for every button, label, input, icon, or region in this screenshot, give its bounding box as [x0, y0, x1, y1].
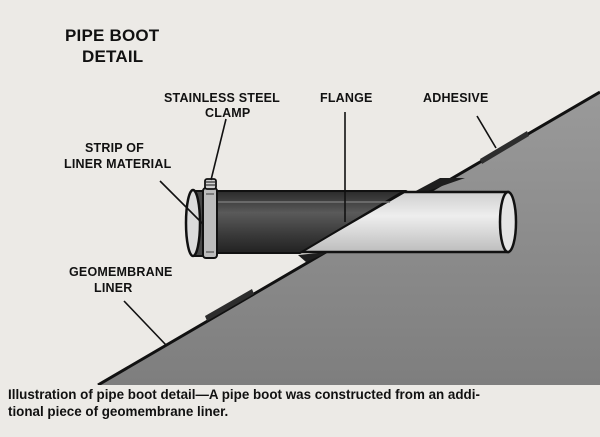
pipe-boot-diagram: PIPE BOOT DETAIL STAINLESS STEEL CLAMP F… — [64, 26, 600, 385]
label-liner-line2: LINER — [94, 281, 133, 295]
diagram-title-line2: DETAIL — [82, 47, 143, 66]
clamp-band — [202, 187, 218, 259]
caption-line2: tional piece of geomembrane liner. — [8, 404, 229, 419]
label-clamp-line2: CLAMP — [205, 106, 250, 120]
leader-clamp — [210, 118, 227, 181]
label-clamp-line1: STAINLESS STEEL — [164, 91, 280, 105]
caption-line1: Illustration of pipe boot detail—A pipe … — [8, 387, 480, 402]
label-strip-line2: LINER MATERIAL — [64, 157, 172, 171]
diagram-title-line1: PIPE BOOT — [65, 26, 160, 45]
pipe-end — [498, 190, 518, 254]
adhesive-strip-lower — [205, 289, 254, 321]
clamp-screw-icon — [204, 178, 217, 190]
leader-adhesive — [476, 115, 497, 149]
boot-open-end — [184, 188, 202, 258]
label-strip-line1: STRIP OF — [85, 141, 144, 155]
label-adhesive: ADHESIVE — [423, 91, 489, 105]
leader-strip — [159, 180, 204, 225]
label-flange: FLANGE — [320, 91, 373, 105]
adhesive-strip-upper — [480, 131, 529, 164]
label-liner-line1: GEOMEMBRANE — [69, 265, 173, 279]
figure-caption: Illustration of pipe boot detail—A pipe … — [8, 386, 596, 420]
leader-liner — [123, 300, 167, 346]
